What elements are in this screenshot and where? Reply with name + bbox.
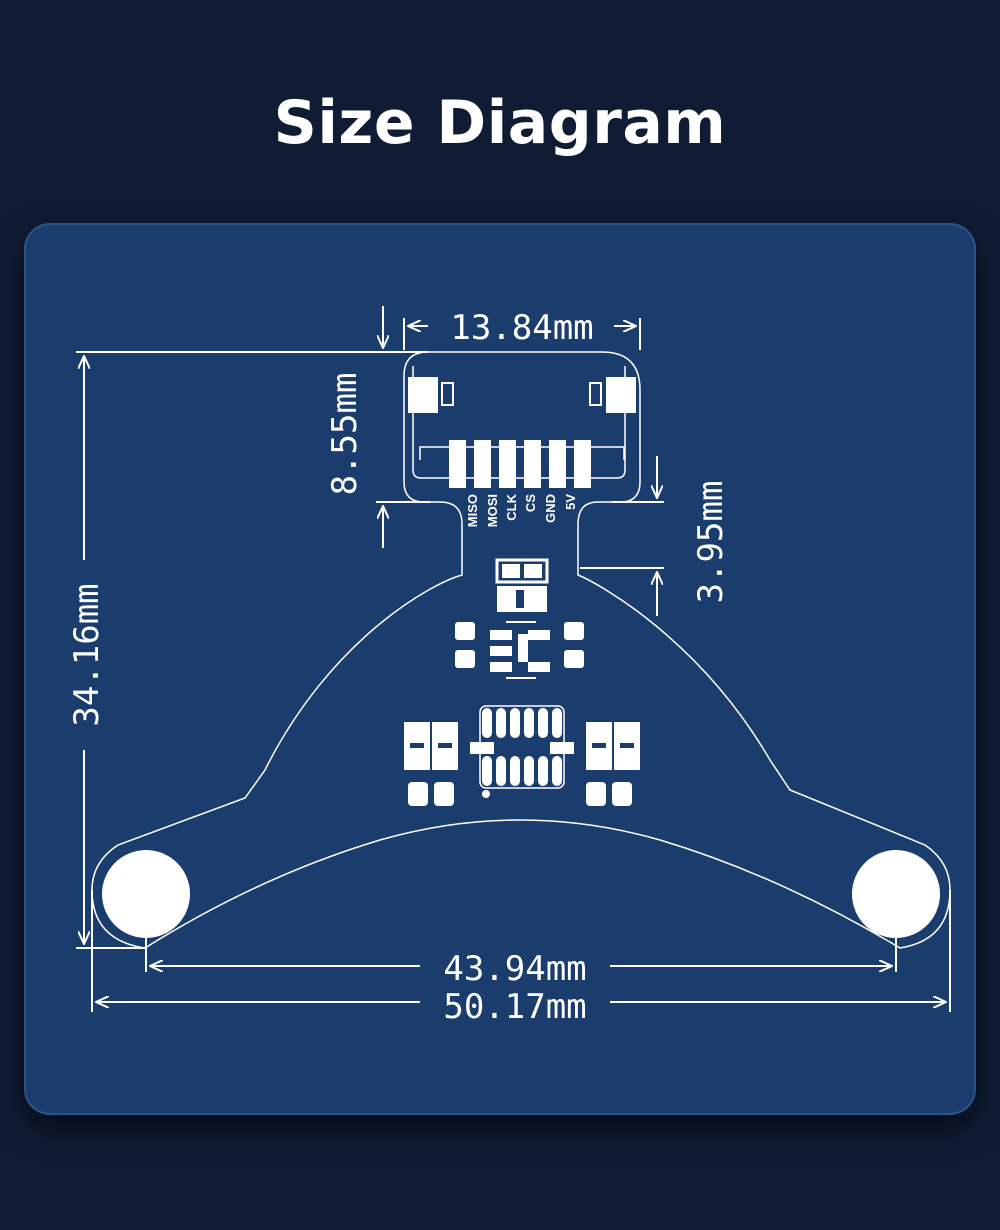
connector-pins — [449, 440, 591, 488]
center-ic — [470, 705, 574, 798]
mount-slot-left — [441, 382, 454, 406]
pin-label-5v: 5V — [563, 494, 578, 510]
mount-pad-left — [408, 377, 438, 413]
mount-pad-right — [606, 377, 636, 413]
neck-component — [495, 558, 549, 612]
dim-top-width-label: 13.84mm — [450, 308, 593, 348]
connector-pin — [549, 440, 566, 488]
connector-latch — [419, 446, 625, 460]
dim-width-label: 50.17mm — [443, 987, 586, 1027]
connector-outline — [412, 366, 626, 479]
right-components — [586, 722, 640, 806]
pin-label-gnd: GND — [543, 494, 558, 523]
ic-chip — [455, 621, 584, 679]
connector-pin — [449, 440, 466, 488]
connector-pin — [574, 440, 591, 488]
pin-label-miso: MISO — [465, 494, 480, 527]
pin-label-mosi: MOSI — [485, 494, 500, 527]
pin-label-clk: CLK — [504, 493, 519, 520]
dim-height-label: 34.16mm — [67, 583, 107, 726]
dim-connector-label: 8.55mm — [325, 373, 365, 496]
mount-hole-left — [102, 850, 190, 938]
page-title: Size Diagram — [273, 88, 727, 158]
pcb-outline — [91, 351, 951, 949]
pin-label-cs: CS — [523, 494, 538, 512]
connector-pin — [524, 440, 541, 488]
mount-slot-right — [589, 382, 602, 406]
mount-hole-right — [852, 850, 940, 938]
left-components — [404, 722, 458, 806]
dim-neck-label: 3.95mm — [691, 481, 731, 604]
dim-holes-label: 43.94mm — [443, 949, 586, 989]
connector-pin — [499, 440, 516, 488]
connector-pin — [474, 440, 491, 488]
